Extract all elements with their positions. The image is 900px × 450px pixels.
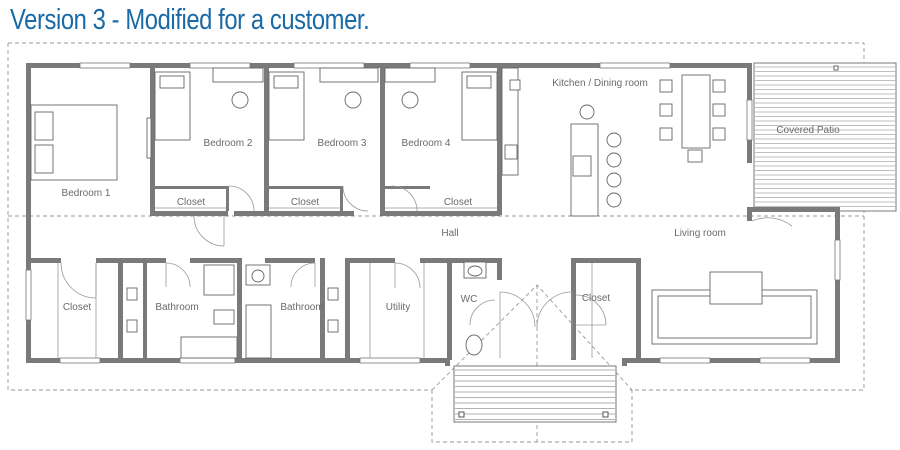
- label-wc: WC: [461, 294, 478, 305]
- label-utility: Utility: [386, 302, 410, 313]
- label-bedroom3: Bedroom 3: [318, 138, 367, 149]
- label-bathroom1: Bathroom: [155, 302, 198, 313]
- room-labels: Bedroom 1 Bedroom 2 Bedroom 3 Bedroom 4 …: [62, 78, 841, 313]
- label-closet-b4: Closet: [444, 197, 473, 208]
- interior-walls: [31, 63, 641, 360]
- label-closet-b3: Closet: [291, 197, 320, 208]
- label-patio: Covered Patio: [776, 125, 840, 136]
- desk-chairs: [231, 91, 419, 109]
- bedroom-beds: [154, 67, 498, 141]
- label-closet-left: Closet: [63, 302, 92, 313]
- roof-outline: [7, 42, 865, 443]
- label-hall: Hall: [441, 228, 458, 239]
- label-closet-b2: Closet: [177, 197, 206, 208]
- label-bathroom2: Bathroom: [280, 302, 323, 313]
- covered-patio: [753, 62, 897, 212]
- bedroom1-furniture: [30, 104, 152, 181]
- label-kitchen: Kitchen / Dining room: [552, 78, 648, 89]
- living-furniture: [651, 271, 818, 345]
- label-bedroom4: Bedroom 4: [402, 138, 451, 149]
- label-bedroom1: Bedroom 1: [62, 188, 111, 199]
- kitchen-furniture: [501, 67, 726, 217]
- label-living: Living room: [674, 228, 726, 239]
- door-swings: [60, 185, 793, 358]
- front-steps: [453, 365, 617, 423]
- label-bedroom2: Bedroom 2: [204, 138, 253, 149]
- page-title: Version 3 - Modified for a customer.: [10, 4, 370, 36]
- label-closet-entry: Closet: [582, 293, 611, 304]
- bathroom-fixtures: [126, 261, 487, 359]
